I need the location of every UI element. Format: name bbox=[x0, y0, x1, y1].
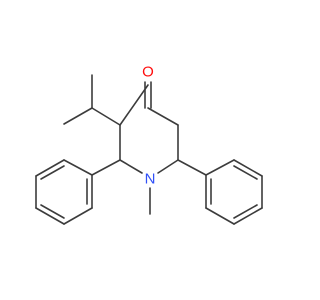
bond-c4-c3 bbox=[119, 84, 149, 126]
ph-right-bond-2 bbox=[233, 159, 263, 177]
ph-left-bond-4 bbox=[35, 207, 65, 225]
bond-c2-n1 bbox=[119, 159, 143, 174]
ph-left-inner-2 bbox=[40, 204, 65, 219]
molecule-structure-diagram: O N bbox=[35, 64, 263, 225]
isopropyl-group bbox=[63, 74, 121, 126]
ph-right-inner-1 bbox=[233, 165, 258, 180]
ph-right-bond-5 bbox=[205, 207, 235, 225]
ph-left-bond-1 bbox=[63, 159, 93, 176]
right-phenyl-ring bbox=[177, 159, 263, 225]
bond-c5-c4 bbox=[147, 107, 179, 126]
bond-ch-me2 bbox=[63, 107, 93, 125]
ph-left-bond-2 bbox=[35, 159, 65, 177]
bond-c2-ph bbox=[91, 159, 121, 176]
ph-right-inner-2 bbox=[233, 204, 258, 219]
left-phenyl-ring bbox=[35, 159, 121, 225]
oxygen-atom-label: O bbox=[142, 64, 154, 81]
bond-c3-ch bbox=[91, 107, 121, 126]
bond-c6-ph bbox=[177, 159, 207, 176]
bond-n1-c6 bbox=[157, 159, 179, 174]
ph-left-bond-5 bbox=[63, 207, 93, 225]
ph-left-inner-1 bbox=[40, 165, 65, 180]
nitrogen-atom-label: N bbox=[145, 171, 156, 188]
carbonyl-double-bond bbox=[144, 81, 152, 109]
ph-right-bond-4 bbox=[233, 207, 263, 225]
piperidinone-ring bbox=[119, 84, 179, 174]
ph-right-bond-1 bbox=[205, 159, 235, 176]
